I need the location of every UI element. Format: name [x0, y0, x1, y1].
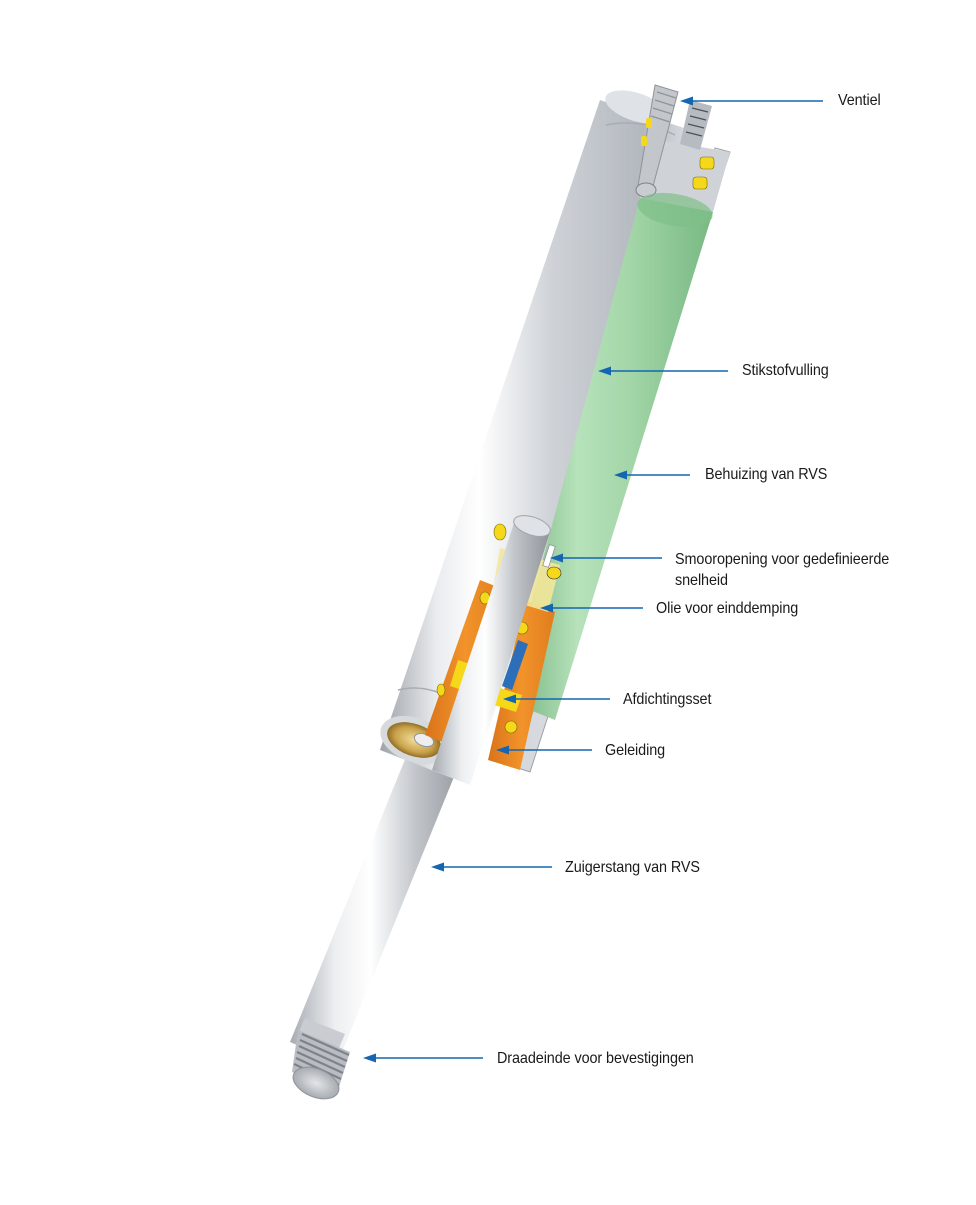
valve: [635, 84, 712, 198]
arrow-zuigerstang: [431, 862, 552, 872]
arrowhead-icon: [363, 1053, 376, 1063]
label-geleiding: Geleiding: [605, 742, 666, 759]
label-ventiel: Ventiel: [838, 92, 881, 109]
arrowhead-icon: [550, 553, 563, 563]
arrowhead-icon: [614, 470, 627, 480]
arrow-olie: [540, 603, 643, 613]
arrowhead-icon: [431, 862, 444, 872]
arrow-behuizing: [614, 470, 690, 480]
arrow-afdichtingsset: [503, 694, 610, 704]
arrow-ventiel: [680, 96, 823, 106]
arrow-smooropening: [550, 553, 662, 563]
label-draadeinde: Draadeinde voor bevestigingen: [497, 1050, 694, 1067]
arrowhead-icon: [503, 694, 516, 704]
arrowhead-icon: [598, 366, 611, 376]
piston-rod: [290, 720, 469, 1100]
arrowhead-icon: [680, 96, 693, 106]
arrow-geleiding: [496, 745, 592, 755]
arrow-draadeinde: [363, 1053, 483, 1063]
nitrogen-fill: [505, 192, 713, 720]
label-stikstofvulling: Stikstofvulling: [742, 362, 829, 379]
piston-rod-inner: [432, 515, 551, 785]
callout-arrows: [363, 96, 823, 1063]
arrowhead-icon: [496, 745, 509, 755]
label-behuizing-van-rvs: Behuizing van RVS: [705, 466, 828, 483]
label-afdichtingsset: Afdichtingsset: [623, 691, 712, 708]
label-olie-voor-einddemping: Olie voor einddemping: [656, 600, 799, 617]
arrow-stikstofvulling: [598, 366, 728, 376]
arrowhead-icon: [540, 603, 553, 613]
label-zuigerstang-van-rvs: Zuigerstang van RVS: [565, 859, 700, 876]
threaded-end: [292, 1030, 350, 1100]
label-smooropening: Smooropening voor gedefinieerde snelheid: [675, 551, 890, 589]
